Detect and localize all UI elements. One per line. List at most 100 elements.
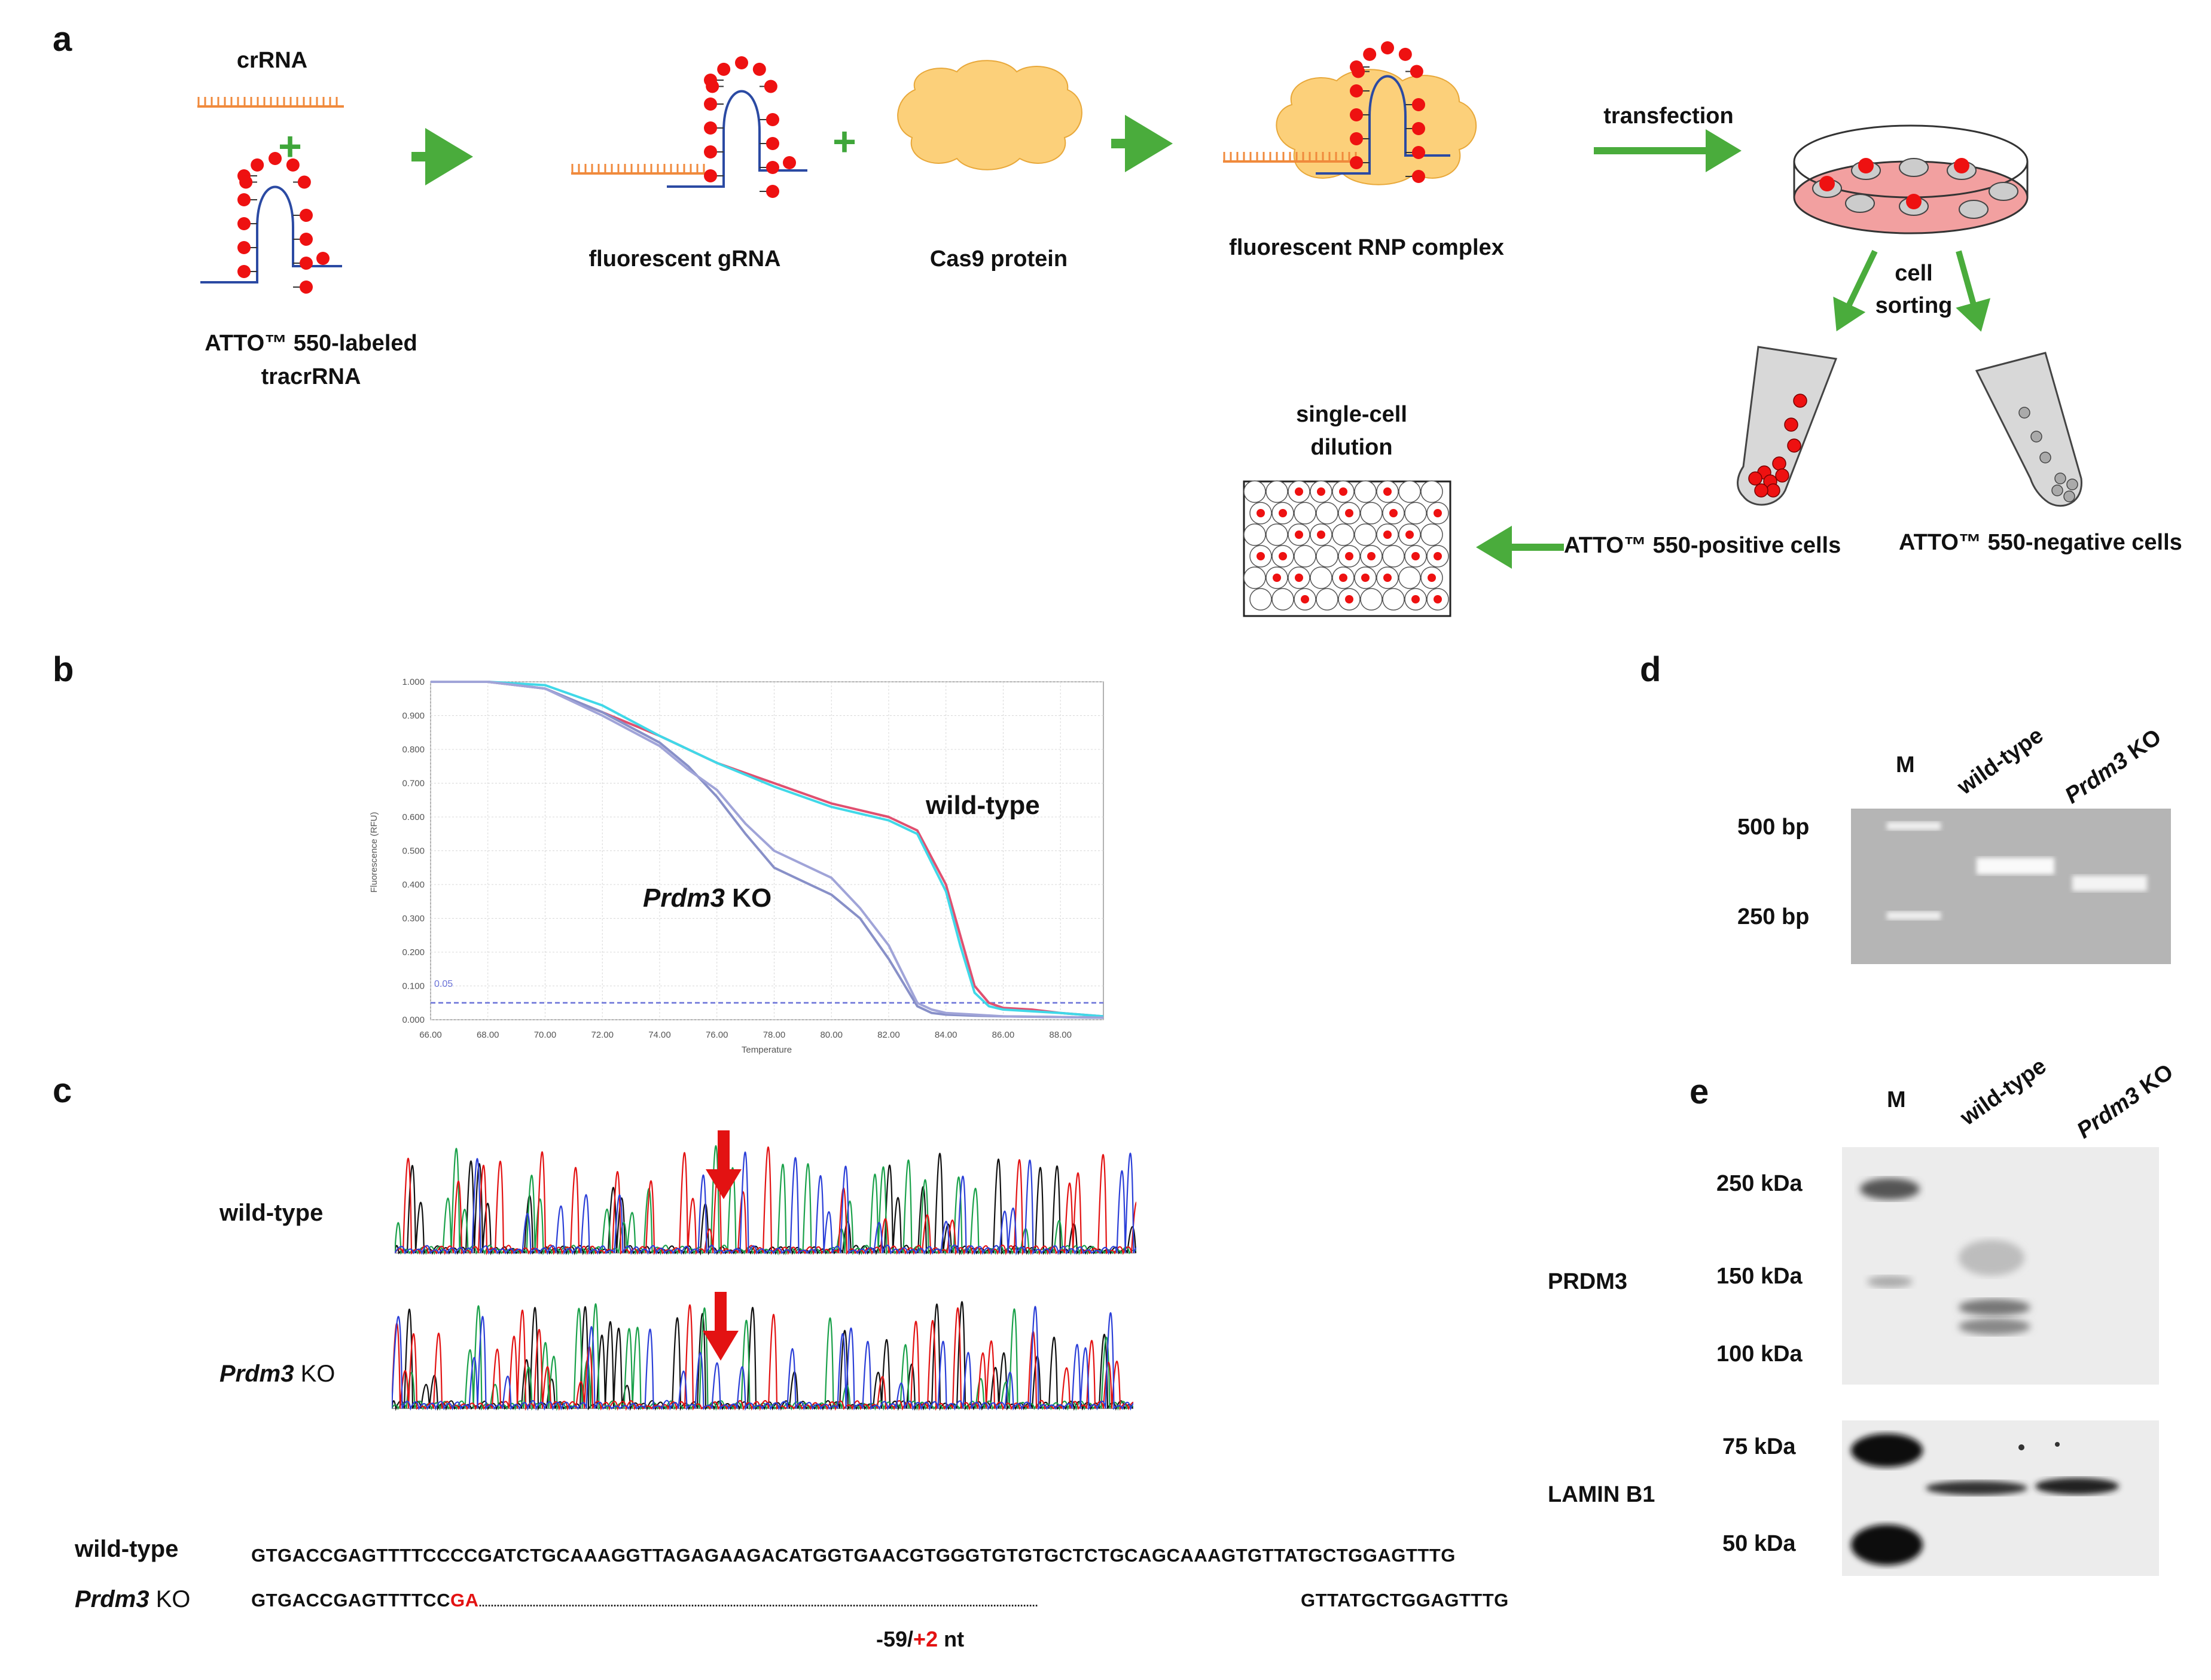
- dilution-label-2: dilution: [1310, 435, 1393, 460]
- seq-ko-dots: ........................................…: [478, 1597, 1038, 1609]
- sorting-label-2: sorting: [1875, 293, 1953, 318]
- seq-ko: GTGACCGAGTTTTCCGA.......................…: [251, 1590, 1531, 1611]
- tracrrna-hairpin: [200, 152, 342, 294]
- crrna-label: crRNA: [236, 48, 308, 73]
- chromatogram-ko-gene: Prdm3: [219, 1361, 294, 1387]
- chromatogram-wt-label: wild-type: [219, 1200, 324, 1226]
- gRNA-complex: [571, 56, 807, 198]
- gel-lane-ko: Prdm3 KO: [2060, 724, 2166, 809]
- wb-ladder-50: 50 kDa: [1722, 1531, 1796, 1556]
- chromatogram-trace-2: [392, 1304, 1133, 1411]
- seq-ko-rest: KO: [149, 1586, 191, 1612]
- wb-lane-m: M: [1887, 1087, 1906, 1112]
- y-tick-label: 0.700: [402, 779, 425, 789]
- chromatogram-trace-3: [392, 1306, 1133, 1411]
- panel-letter-e: e: [1689, 1072, 1709, 1111]
- tube-positive: [1737, 346, 1838, 506]
- chromatogram-trace-0: [395, 1152, 1136, 1256]
- wb-ladder-100: 100 kDa: [1716, 1341, 1803, 1367]
- x-tick-label: 76.00: [706, 1030, 728, 1040]
- agarose-gel-image: [1851, 809, 2171, 964]
- chromatogram-trace-2: [395, 1146, 1136, 1256]
- ko-curve-label-gene: Prdm3: [643, 883, 725, 913]
- rnp-label: fluorescent RNP complex: [1229, 235, 1504, 260]
- y-tick-label: 0.600: [402, 812, 425, 822]
- seq-wt: GTGACCGAGTTTTCCCCGATCTGCAAAGGTTAGAGAAGAC…: [251, 1545, 1456, 1566]
- indel-unit: nt: [938, 1627, 965, 1651]
- x-tick-label: 66.00: [419, 1030, 442, 1040]
- arrow-sort-right: [1956, 250, 1991, 332]
- y-tick-label: 1.000: [402, 677, 425, 687]
- mutation-arrow-wt: [706, 1130, 742, 1199]
- grna-label: fluorescent gRNA: [588, 246, 781, 272]
- ko-curve-label: Prdm3 KO: [643, 883, 771, 913]
- crispr-workflow-schematic: + +: [197, 41, 2082, 617]
- wb-ladder-150: 150 kDa: [1716, 1264, 1803, 1289]
- y-tick-label: 0.100: [402, 981, 425, 992]
- indel-label: -59/+2 nt: [876, 1627, 964, 1652]
- wb-lane-ko: Prdm3 KO: [2072, 1059, 2178, 1144]
- tracr-label-1: ATTO™ 550-labeled: [205, 331, 417, 356]
- x-tick-label: 88.00: [1049, 1030, 1072, 1040]
- y-axis-label: Fluorescence (RFU): [369, 812, 379, 892]
- x-axis-label: Temperature: [742, 1045, 792, 1055]
- seq-wt-name: wild-type: [75, 1536, 179, 1562]
- gel-ladder-500: 500 bp: [1737, 815, 1810, 840]
- y-tick-label: 0.800: [402, 745, 425, 755]
- melt-series-3: [431, 681, 1104, 1019]
- prdm3-label: PRDM3: [1548, 1269, 1628, 1294]
- threshold-label: 0.05: [434, 979, 453, 989]
- wb-lane-wt: wild-type: [1956, 1053, 2051, 1131]
- cas9-blob: [897, 60, 1082, 170]
- western-blot-prdm3: [1842, 1147, 2159, 1385]
- x-tick-label: 84.00: [935, 1030, 957, 1040]
- western-blot-lamin: [1842, 1420, 2159, 1576]
- seq-ko-end: GTTATGCTGGAGTTTG: [1301, 1590, 1509, 1611]
- dilution-label-1: single-cell: [1296, 402, 1407, 427]
- x-tick-label: 74.00: [648, 1030, 671, 1040]
- x-tick-label: 86.00: [992, 1030, 1015, 1040]
- well-plate: [1243, 480, 1451, 617]
- gel-band-ko: [2072, 876, 2147, 891]
- x-tick-label: 68.00: [477, 1030, 499, 1040]
- seq-ko-start: GTGACCGAGTTTTCC: [251, 1590, 450, 1611]
- seq-ko-insert: GA: [450, 1590, 479, 1611]
- transfection-label: transfection: [1603, 103, 1734, 129]
- plus-sign-2: +: [832, 119, 856, 164]
- gel-lane-m: M: [1896, 752, 1915, 778]
- gel-lane-wt: wild-type: [1953, 722, 2048, 800]
- y-tick-label: 0.900: [402, 711, 425, 721]
- negative-cells-label: ATTO™ 550-negative cells: [1899, 530, 2182, 555]
- chromatogram-trace-3: [395, 1151, 1136, 1256]
- arrow-sort-left: [1833, 249, 1878, 332]
- melt-series-1: [431, 681, 1104, 1018]
- chromatogram-ko-rest: KO: [294, 1361, 336, 1387]
- chromatogram-ko: [392, 1301, 1133, 1411]
- chromatogram-trace-0: [392, 1301, 1133, 1411]
- panel-letter-b: b: [53, 650, 74, 689]
- wb-lane-ko-gene: Prdm3: [2072, 1082, 2145, 1144]
- lamin-label: LAMIN B1: [1548, 1482, 1655, 1507]
- gel-ladder-250: 250 bp: [1737, 904, 1810, 929]
- x-tick-label: 82.00: [877, 1030, 900, 1040]
- gel-band-ladder-500: [1887, 822, 1941, 830]
- panel-letter-a: a: [53, 20, 72, 59]
- petri-dish-icon: [1793, 124, 2029, 234]
- positive-cells-label: ATTO™ 550-positive cells: [1564, 533, 1841, 558]
- ko-curve-label-rest: KO: [724, 883, 772, 913]
- cas9-label: Cas9 protein: [929, 246, 1068, 272]
- seq-ko-name: Prdm3 KO: [75, 1586, 190, 1613]
- wb-ladder-250: 250 kDa: [1716, 1171, 1803, 1196]
- panel-letter-d: d: [1640, 650, 1661, 689]
- chromatogram-ko-label: Prdm3 KO: [219, 1361, 335, 1388]
- y-tick-label: 0.200: [402, 947, 425, 958]
- wb-ladder-75: 75 kDa: [1722, 1434, 1796, 1459]
- mutation-arrow-ko: [703, 1292, 739, 1361]
- tube-negative: [1975, 352, 2082, 507]
- gel-band-wt: [1977, 858, 2054, 874]
- y-tick-label: 0.300: [402, 914, 425, 924]
- chromatogram-trace-1: [392, 1303, 1133, 1411]
- rnp-complex: [1223, 41, 1477, 185]
- wt-curve-label: wild-type: [926, 791, 1040, 820]
- indel-ins: +2: [913, 1627, 938, 1651]
